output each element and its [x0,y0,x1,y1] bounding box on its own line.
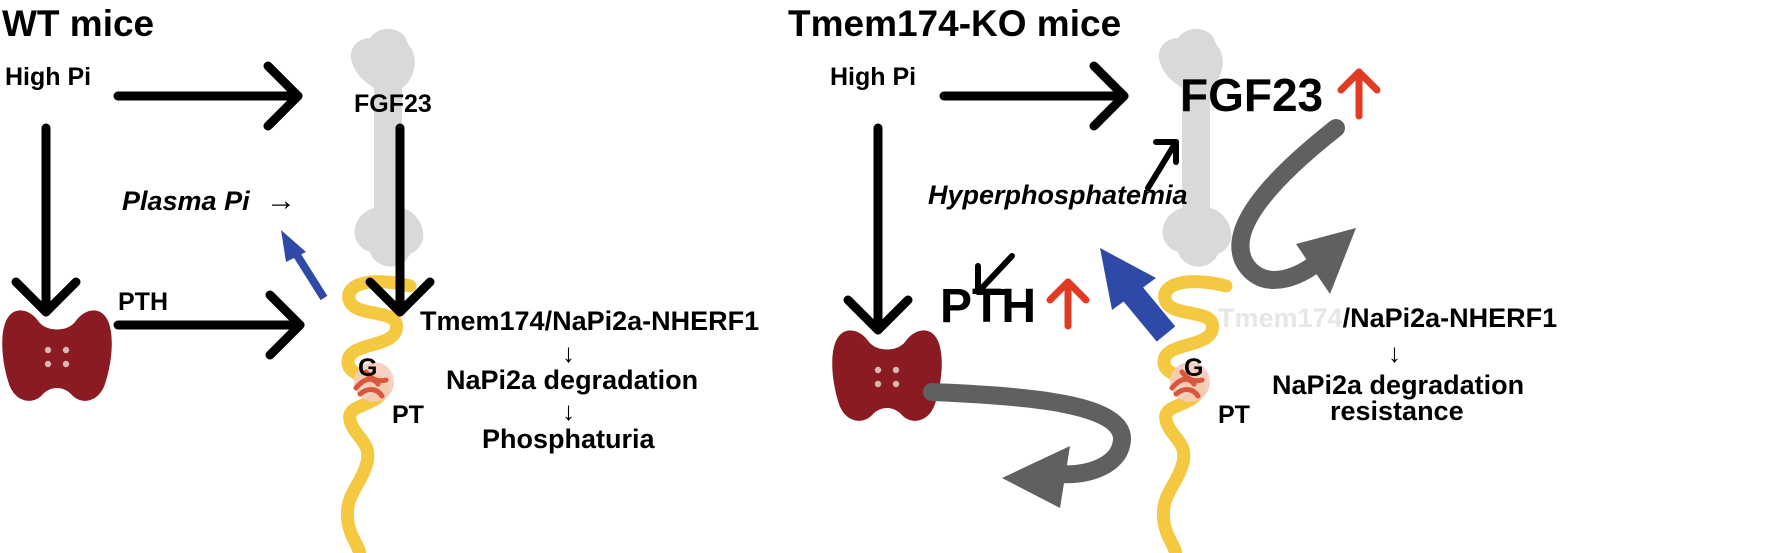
ko-resistance-line2: resistance [1330,396,1464,426]
ko-complex-tmem174-faded: Tmem174 [1218,303,1343,333]
blue-arrow-kidney-to-hyper-ko [1100,248,1176,342]
red-up-arrow-pth [1046,278,1090,330]
ko-hyperphosphatemia-label: Hyperphosphatemia [928,180,1188,210]
ko-pth-label: PTH [940,280,1036,333]
arrow-fgf23-to-kidney-wt [365,123,435,317]
ko-high-pi-label: High Pi [830,63,917,91]
red-up-arrow-fgf23 [1337,68,1381,120]
wt-pth-label: PTH [118,288,168,316]
ko-glomerulus-label: G [1184,354,1204,382]
wt-degradation-label: NaPi2a degradation [446,365,699,395]
arrow-highpi-to-thyroid-ko [843,123,913,335]
ko-down-arrow: ↓ [1388,338,1401,368]
ko-proximal-tubule-label: PT [1218,401,1250,429]
arrow-highpi-to-fgf23-wt [113,61,303,131]
wt-down-arrow-1: ↓ [562,338,575,368]
wt-proximal-tubule-label: PT [392,401,424,429]
ko-complex-rest: /NaPi2a-NHERF1 [1342,303,1558,333]
wt-fgf23-label: FGF23 [354,90,432,118]
wt-plasma-pi-arrow: → [266,184,296,217]
blue-arrow-kidney-to-plasma-wt [281,230,328,301]
ko-fgf23-label: FGF23 [1180,69,1324,121]
bone-icon-wt [350,28,424,267]
wt-plasma-pi-label: Plasma Pi [122,186,250,216]
thyroid-icon-ko [832,330,942,421]
thyroid-icon-wt [2,310,112,401]
wt-glomerulus-label: G [358,354,378,382]
kidney-nephron-icon-ko [1163,282,1226,553]
ko-resistance-line1: NaPi2a degradation [1272,370,1525,400]
wt-high-pi-label: High Pi [5,63,92,91]
gray-curve-arrow-pth [923,383,1131,508]
gray-curve-arrow-fgf23 [1231,119,1356,294]
arrow-hyper-to-fgf23-ko [1145,139,1179,191]
ko-panel-title: Tmem174-KO mice [788,3,1122,44]
arrow-highpi-to-thyroid-wt [11,123,81,317]
wt-down-arrow-2: ↓ [562,396,575,426]
arrow-pth-to-kidney-wt [113,290,305,360]
wt-phosphaturia-label: Phosphaturia [482,424,655,454]
wt-complex-label: Tmem174/NaPi2a-NHERF1 [420,306,760,336]
wt-panel-title: WT mice [2,3,155,44]
arrow-hyper-to-pth-ko [975,253,1015,295]
ko-complex-label: Tmem174/NaPi2a-NHERF1 [1218,305,1557,332]
arrow-highpi-to-fgf23-ko [939,61,1129,131]
